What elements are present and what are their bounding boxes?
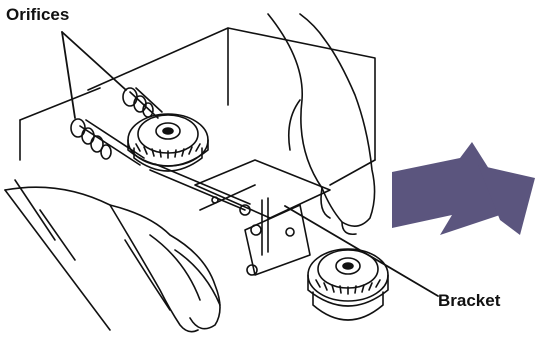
orifice-fitting-lower (71, 119, 111, 159)
double-chevron-right-icon (392, 142, 535, 235)
left-hand (5, 187, 220, 332)
gas-tubes (80, 88, 250, 210)
orifice-fitting-upper (123, 88, 153, 117)
bracket (195, 160, 330, 275)
orifices-leader-lines (62, 32, 126, 118)
orifices-label: Orifices (6, 6, 69, 23)
bracket-label: Bracket (438, 292, 500, 309)
burner-upper (128, 114, 208, 171)
